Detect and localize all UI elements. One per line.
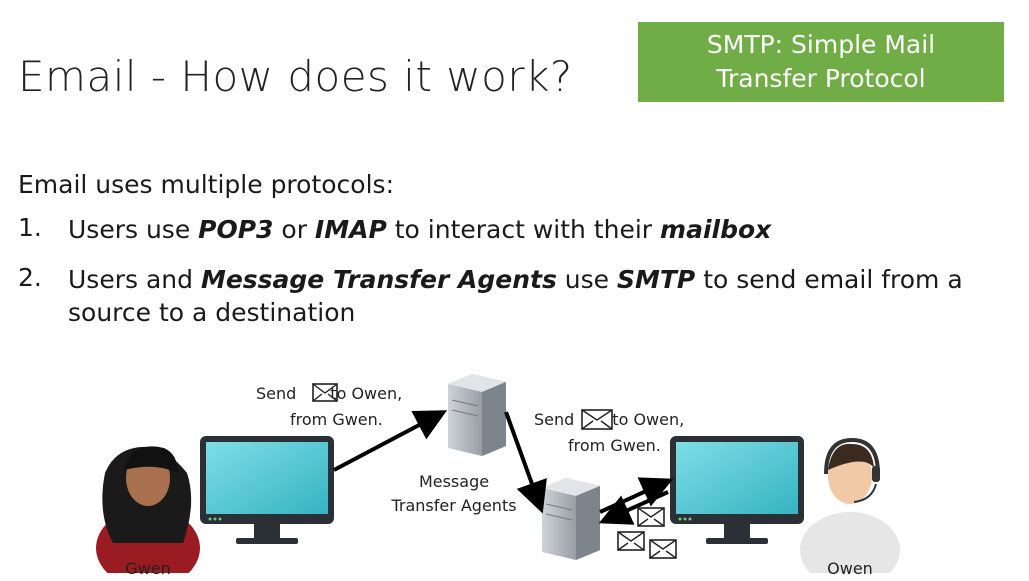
- owen-label: Owen: [827, 559, 873, 578]
- protocol-smtp: SMTP: [617, 265, 696, 294]
- slide-title: Email - How does it work?: [18, 52, 573, 101]
- list-text: Users use POP3 or IMAP to interact with …: [68, 215, 772, 244]
- arrow-gwen-to-mta: [333, 410, 448, 472]
- arrow-owen-to-mta: [598, 490, 669, 525]
- mta-server-bottom-icon: [542, 478, 600, 560]
- owen-monitor-icon: [670, 436, 804, 544]
- send-label-1-line2: from Gwen.: [290, 410, 383, 429]
- term-mta: Message Transfer Agents: [200, 265, 557, 294]
- envelope-stack-icon: [617, 507, 677, 559]
- owen-avatar-icon: [800, 437, 900, 573]
- envelope-icon: [312, 383, 338, 402]
- gwen-avatar-icon: [96, 446, 200, 573]
- mta-label: Message Transfer Agents: [391, 472, 517, 515]
- list-number: 2.: [18, 263, 42, 292]
- envelope-icon: [581, 409, 613, 430]
- send-label-2-line2: from Gwen.: [568, 436, 661, 455]
- arrow-mta-to-mta: [504, 411, 547, 514]
- gwen-label: Gwen: [125, 559, 171, 578]
- badge-line-1: SMTP: Simple Mail: [706, 30, 936, 59]
- intro-text: Email uses multiple protocols:: [18, 170, 394, 199]
- protocol-pop3: POP3: [198, 215, 274, 244]
- protocol-imap: IMAP: [314, 215, 387, 244]
- term-mailbox: mailbox: [660, 215, 772, 244]
- list-text: Users and Message Transfer Agents use SM…: [68, 265, 963, 327]
- list-number: 1.: [18, 213, 42, 242]
- gwen-monitor-icon: [200, 436, 334, 544]
- smtp-badge: SMTP: Simple Mail Transfer Protocol: [638, 22, 1004, 102]
- badge-line-2: Transfer Protocol: [716, 64, 926, 93]
- mta-server-top-icon: [448, 374, 506, 456]
